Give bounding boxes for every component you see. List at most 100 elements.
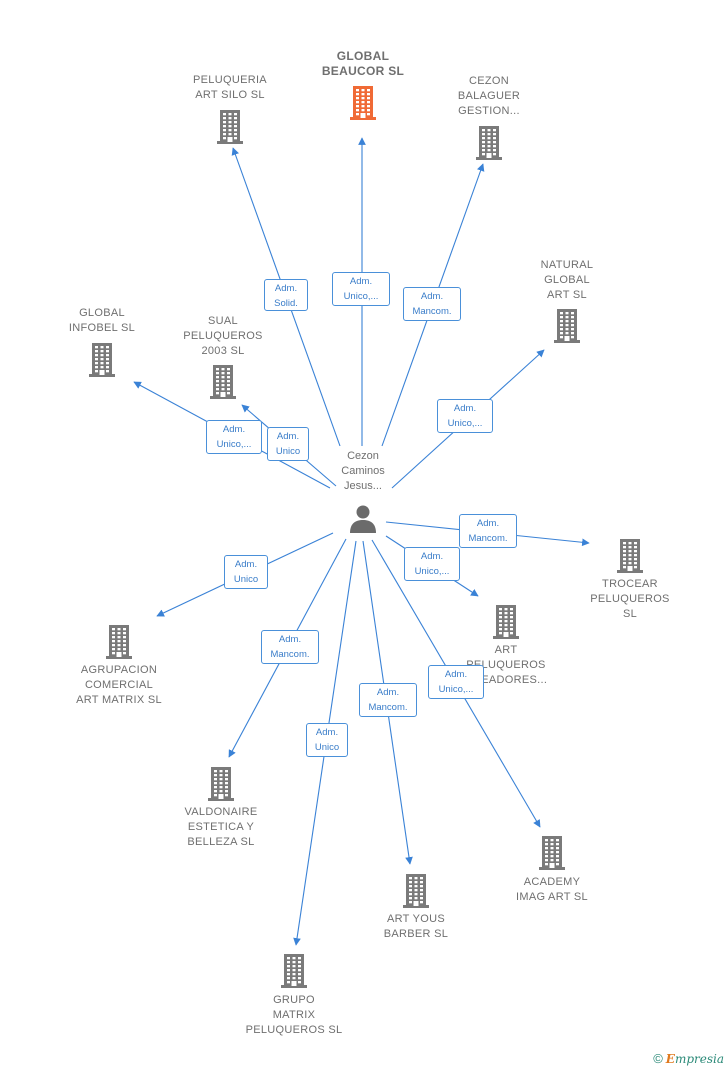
- company-label-line: ACADEMY: [523, 876, 581, 888]
- company-label-grupo-matrix[interactable]: GRUPO MATRIX PELUQUEROS SL: [234, 993, 354, 1038]
- building-icon: [210, 365, 236, 399]
- role-label-cezon-balaguer[interactable]: Adm. Mancom.: [403, 287, 461, 321]
- role-label-valdonaire[interactable]: Adm. Mancom.: [261, 630, 319, 664]
- role-label-agrupacion-comercial[interactable]: Adm.Unico: [224, 555, 268, 589]
- brand-rest: mpresia: [674, 1052, 724, 1066]
- company-label-line: PELUQUEROS SL: [245, 1024, 343, 1036]
- role-label-line: Adm.: [315, 727, 339, 738]
- building-icon: [89, 343, 115, 377]
- company-label-line: BEAUCOR SL: [321, 64, 405, 78]
- role-label-line: Mancom.: [270, 649, 310, 660]
- brand-initial: E: [665, 1052, 675, 1066]
- role-label-academy-imag-art[interactable]: Adm. Unico,...: [428, 665, 484, 699]
- company-label-line: SL: [622, 608, 638, 620]
- company-label-line: ART YOUS: [386, 913, 446, 925]
- company-label-line: ART MATRIX SL: [76, 694, 162, 706]
- company-label-line: ESTETICA Y: [187, 821, 255, 833]
- role-label-global-beaucor[interactable]: Adm. Unico,...: [332, 272, 390, 306]
- company-label-art-yous-barber[interactable]: ART YOUS BARBER SL: [356, 912, 476, 942]
- company-label-line: INFOBEL SL: [68, 322, 136, 334]
- company-label-valdonaire[interactable]: VALDONAIRE ESTETICA Y BELLEZA SL: [161, 805, 281, 850]
- role-label-trocear-peluqueros[interactable]: Adm.Mancom.: [459, 514, 517, 548]
- role-label-line: Adm.: [274, 283, 298, 294]
- company-icon-valdonaire[interactable]: [161, 767, 281, 801]
- role-label-natural-global-art[interactable]: Adm. Unico,...: [437, 399, 493, 433]
- company-label-line: CREADORES...: [464, 674, 548, 686]
- company-label-global-infobel[interactable]: GLOBAL INFOBEL SL: [42, 306, 162, 336]
- role-label-line: Mancom.: [412, 306, 452, 317]
- company-label-line: BARBER SL: [383, 928, 449, 940]
- company-label-line: 2003 SL: [201, 345, 245, 357]
- role-label-line: Adm.: [376, 687, 400, 698]
- role-label-line: Unico,...: [216, 439, 252, 450]
- role-label-peluqueria-art-silo[interactable]: Adm. Solid.: [264, 279, 308, 311]
- role-label-line: Mancom.: [468, 533, 508, 544]
- company-label-trocear-peluqueros[interactable]: TROCEAR PELUQUEROS SL: [570, 577, 690, 622]
- company-label-art-peluqueros-creadores[interactable]: ART PELUQUEROS CREADORES...: [446, 643, 566, 688]
- building-icon: [476, 126, 502, 160]
- company-icon-peluqueria-art-silo[interactable]: [170, 110, 290, 144]
- role-label-line: Unico: [275, 446, 301, 457]
- company-label-line: CEZON: [469, 75, 509, 87]
- company-label-line: PELUQUERIA: [193, 74, 267, 86]
- company-icon-natural-global-art[interactable]: [507, 309, 627, 343]
- role-label-line: Unico: [233, 574, 259, 585]
- company-icon-agrupacion-comercial[interactable]: [59, 625, 179, 659]
- building-icon: [617, 539, 643, 573]
- company-label-line: GLOBAL: [544, 274, 590, 286]
- company-label-line: COMERCIAL: [84, 679, 154, 691]
- company-icon-trocear-peluqueros[interactable]: [570, 539, 690, 573]
- role-label-line: Adm.: [444, 669, 468, 680]
- company-icon-global-beaucor[interactable]: [303, 86, 423, 120]
- role-label-art-yous-barber[interactable]: Adm. Mancom.: [359, 683, 417, 717]
- building-icon: [217, 110, 243, 144]
- company-label-line: GRUPO: [273, 994, 315, 1006]
- company-icon-art-yous-barber[interactable]: [356, 874, 476, 908]
- role-label-line: Solid.: [274, 298, 298, 309]
- role-label-sual-peluqueros[interactable]: Adm.Unico: [267, 427, 309, 461]
- center-person-name[interactable]: Cezon Caminos Jesus...: [313, 449, 413, 494]
- role-label-line: Unico,...: [438, 684, 474, 695]
- company-label-line: GLOBAL: [79, 307, 125, 319]
- copyright-symbol: ©: [653, 1051, 663, 1066]
- company-label-line: PELUQUEROS: [590, 593, 670, 605]
- company-icon-art-peluqueros-creadores[interactable]: [446, 605, 566, 639]
- company-label-line: SUAL: [208, 315, 238, 327]
- role-label-art-peluqueros-creadores[interactable]: Adm.Unico,...: [404, 547, 460, 581]
- role-label-global-infobel[interactable]: Adm.Unico,...: [206, 420, 262, 454]
- company-icon-grupo-matrix[interactable]: [234, 954, 354, 988]
- empresia-logo[interactable]: ©Empresia: [653, 1051, 724, 1066]
- company-label-line: TROCEAR: [602, 578, 658, 590]
- building-icon: [350, 86, 376, 120]
- company-icon-sual-peluqueros[interactable]: [163, 365, 283, 399]
- company-icon-global-infobel[interactable]: [42, 343, 162, 377]
- role-label-line: Unico,...: [343, 291, 379, 302]
- role-label-line: Adm.: [453, 403, 477, 414]
- company-label-line: PELUQUEROS: [466, 659, 546, 671]
- company-label-line: GLOBAL: [336, 49, 390, 63]
- company-label-line: AGRUPACION: [80, 664, 158, 676]
- company-label-line: VALDONAIRE: [184, 806, 258, 818]
- building-icon: [554, 309, 580, 343]
- role-label-line: Unico,...: [447, 418, 483, 429]
- company-icon-cezon-balaguer[interactable]: [429, 126, 549, 160]
- role-label-grupo-matrix[interactable]: Adm. Unico: [306, 723, 348, 757]
- company-label-agrupacion-comercial[interactable]: AGRUPACION COMERCIAL ART MATRIX SL: [59, 663, 179, 708]
- company-label-line: BELLEZA SL: [187, 836, 255, 848]
- role-label-line: Adm.: [278, 634, 302, 645]
- role-label-line: Mancom.: [368, 702, 408, 713]
- role-label-line: Adm.: [420, 291, 444, 302]
- company-label-line: ART: [494, 644, 518, 656]
- role-label-line: Adm.: [420, 551, 444, 562]
- role-label-line: Adm.: [349, 276, 373, 287]
- building-icon: [106, 625, 132, 659]
- role-label-line: Unico: [314, 742, 340, 753]
- company-label-line: MATRIX: [272, 1009, 316, 1021]
- company-icon-academy-imag-art[interactable]: [492, 836, 612, 870]
